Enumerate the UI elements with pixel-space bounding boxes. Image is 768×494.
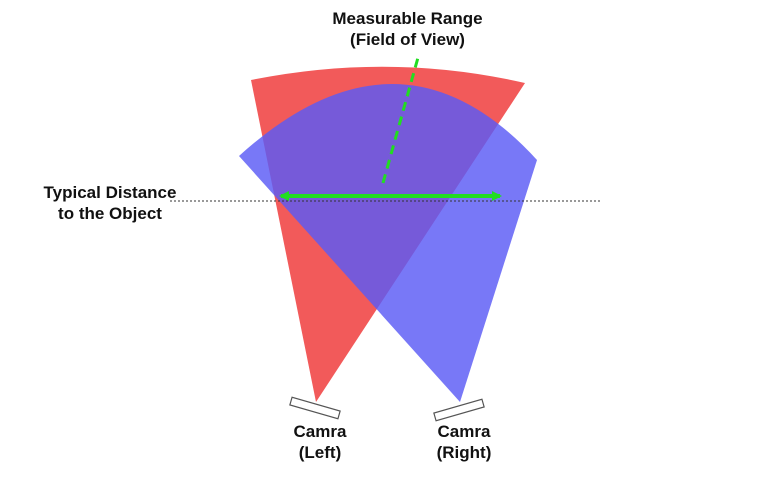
- measurable-range-line2: (Field of View): [350, 30, 465, 49]
- left-camera-icon: [289, 396, 341, 420]
- camera-left-line2: (Left): [298, 443, 342, 462]
- camera-left-line1: Camra: [293, 422, 347, 441]
- typical-distance-line2: to the Object: [58, 204, 162, 223]
- camera-right-line2: (Right): [436, 443, 492, 462]
- right-camera-icon: [433, 398, 485, 422]
- range-pointer-line: [381, 53, 421, 184]
- right-camera-fov: [239, 83, 537, 403]
- typical-distance-label: Typical Distance to the Object: [20, 182, 200, 224]
- camera-right-line1: Camra: [437, 422, 491, 441]
- camera-left-label: Camra (Left): [270, 421, 370, 463]
- measurable-range-line1: Measurable Range: [332, 9, 483, 28]
- typical-distance-line1: Typical Distance: [43, 183, 177, 202]
- camera-right-label: Camra (Right): [414, 421, 514, 463]
- measurable-range-label: Measurable Range (Field of View): [300, 8, 515, 50]
